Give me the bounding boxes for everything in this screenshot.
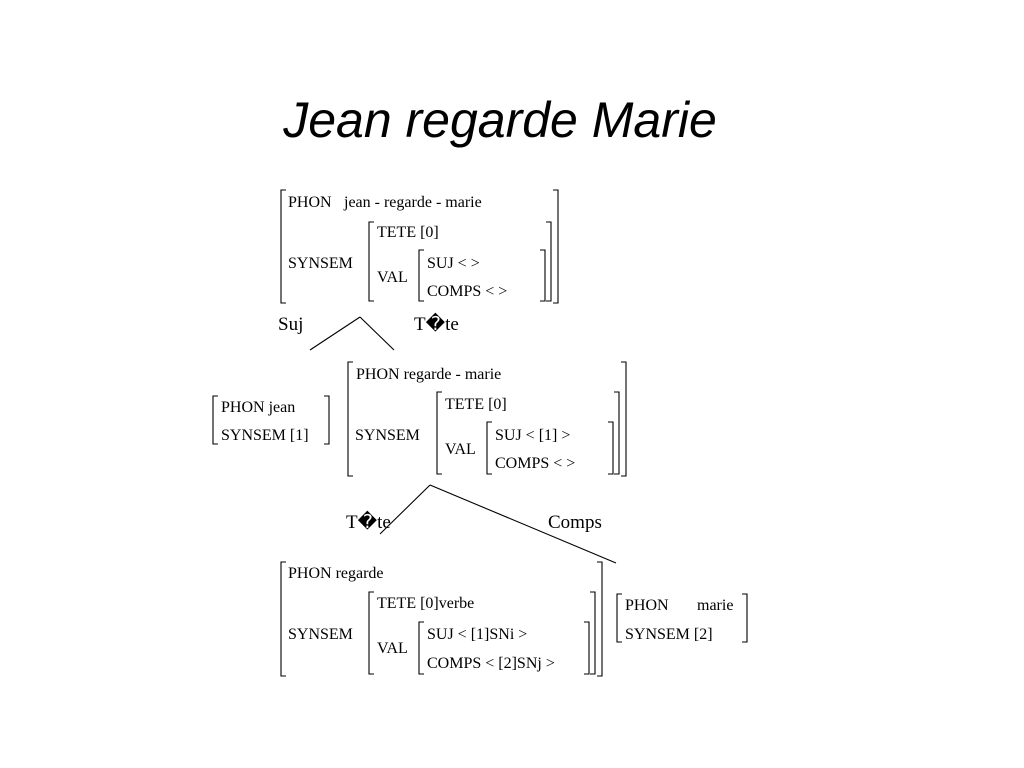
mid-comps: COMPS < > <box>495 455 576 472</box>
mid-val-label: VAL <box>445 441 476 458</box>
mid-val-left-bracket <box>486 421 492 475</box>
root-val-label: VAL <box>377 269 408 286</box>
branch-tete-mid <box>379 484 431 535</box>
verb-tete: TETE [0]verbe <box>377 595 475 612</box>
mid-suj: SUJ < [1] > <box>495 427 571 444</box>
mid-tete: TETE [0] <box>445 396 507 413</box>
root-tete: TETE [0] <box>377 224 439 241</box>
jean-left-bracket <box>212 395 218 445</box>
root-synsem-left-bracket <box>368 221 374 302</box>
verb-synsem-left-bracket <box>368 591 374 675</box>
marie-left-bracket <box>616 593 622 643</box>
mid-outer-left-bracket <box>347 361 353 477</box>
root-synsem-right-bracket <box>546 221 552 302</box>
jean-phon: PHON jean <box>221 399 296 416</box>
verb-val-right-bracket <box>584 621 590 675</box>
mid-phon: PHON regarde - marie <box>356 366 502 383</box>
label-tete-mid: T�te <box>346 512 391 533</box>
root-synsem-label: SYNSEM <box>288 255 353 272</box>
branch-tete-top <box>359 316 395 351</box>
jean-right-bracket <box>324 395 330 445</box>
root-comps: COMPS < > <box>427 283 508 300</box>
mid-val-right-bracket <box>608 421 614 475</box>
marie-phon-label: PHON <box>625 597 669 614</box>
verb-suj: SUJ < [1]SNi > <box>427 626 528 643</box>
label-suj-top: Suj <box>278 314 304 335</box>
root-suj: SUJ < > <box>427 255 480 272</box>
root-val-right-bracket <box>540 249 546 302</box>
verb-comps: COMPS < [2]SNj > <box>427 655 555 672</box>
root-val-left-bracket <box>418 249 424 302</box>
verb-phon: PHON regarde <box>288 565 384 582</box>
label-comps-mid: Comps <box>548 512 602 533</box>
label-tete-top: T�te <box>414 314 459 335</box>
root-outer-left-bracket <box>280 189 286 304</box>
slide-title: Jean regarde Marie <box>283 92 717 148</box>
mid-synsem-left-bracket <box>436 391 442 475</box>
marie-right-bracket <box>742 593 748 643</box>
verb-outer-right-bracket <box>597 561 603 677</box>
verb-synsem-label: SYNSEM <box>288 626 353 643</box>
verb-outer-left-bracket <box>280 561 286 677</box>
root-phon-label: PHON <box>288 194 332 211</box>
verb-val-left-bracket <box>418 621 424 675</box>
mid-synsem-right-bracket <box>614 391 620 475</box>
root-phon-value: jean - regarde - marie <box>344 194 482 211</box>
verb-val-label: VAL <box>377 640 408 657</box>
jean-synsem: SYNSEM [1] <box>221 427 309 444</box>
verb-synsem-right-bracket <box>590 591 596 675</box>
mid-outer-right-bracket <box>621 361 627 477</box>
marie-phon-value: marie <box>697 597 734 614</box>
branch-comps-mid <box>429 484 617 564</box>
mid-synsem-label: SYNSEM <box>355 427 420 444</box>
branch-suj-top <box>309 316 361 351</box>
root-outer-right-bracket <box>553 189 559 304</box>
marie-synsem: SYNSEM [2] <box>625 626 713 643</box>
